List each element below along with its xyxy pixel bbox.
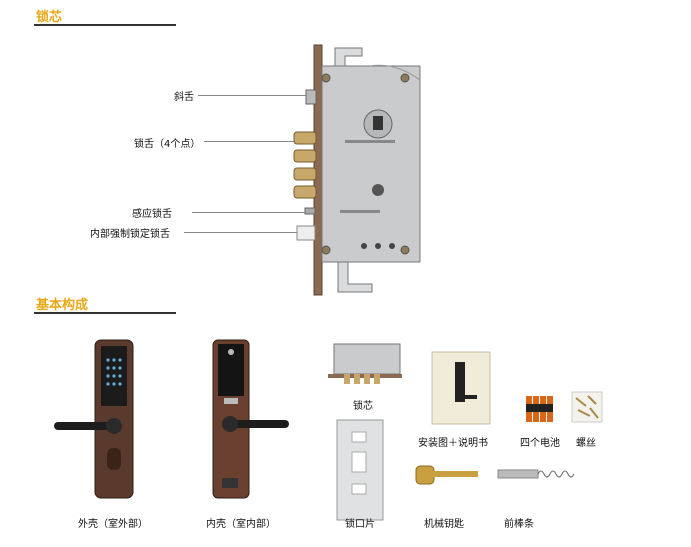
callout-bolt: 锁舌（4个点） (134, 139, 201, 150)
leader-line (184, 232, 297, 233)
leader-line (198, 95, 306, 96)
lock-body-image (293, 44, 421, 296)
callout-sensor: 感应锁舌 (132, 209, 172, 220)
caption-strike-plate: 锁口片 (345, 519, 375, 530)
caption-manual: 安装图＋说明书 (418, 438, 488, 449)
section-title-components: 基本构成 (36, 298, 89, 313)
section-divider (34, 24, 176, 26)
callout-deadlock: 内部强制锁定锁舌 (90, 229, 170, 240)
callout-latch: 斜舌 (174, 92, 194, 103)
caption-keys: 机械钥匙 (424, 519, 464, 530)
caption-outer-shell: 外壳（室外部） (78, 519, 148, 530)
section-divider (34, 312, 176, 314)
caption-spindle: 前棒条 (504, 519, 534, 530)
leader-line (204, 141, 294, 142)
caption-screws: 螺丝 (576, 438, 596, 449)
leader-line (192, 212, 305, 213)
caption-inner-shell: 内壳（室内部） (206, 519, 276, 530)
caption-batteries: 四个电池 (520, 438, 560, 449)
section-title-lock-core: 锁芯 (36, 10, 63, 25)
caption-lock-core: 锁芯 (353, 401, 373, 412)
